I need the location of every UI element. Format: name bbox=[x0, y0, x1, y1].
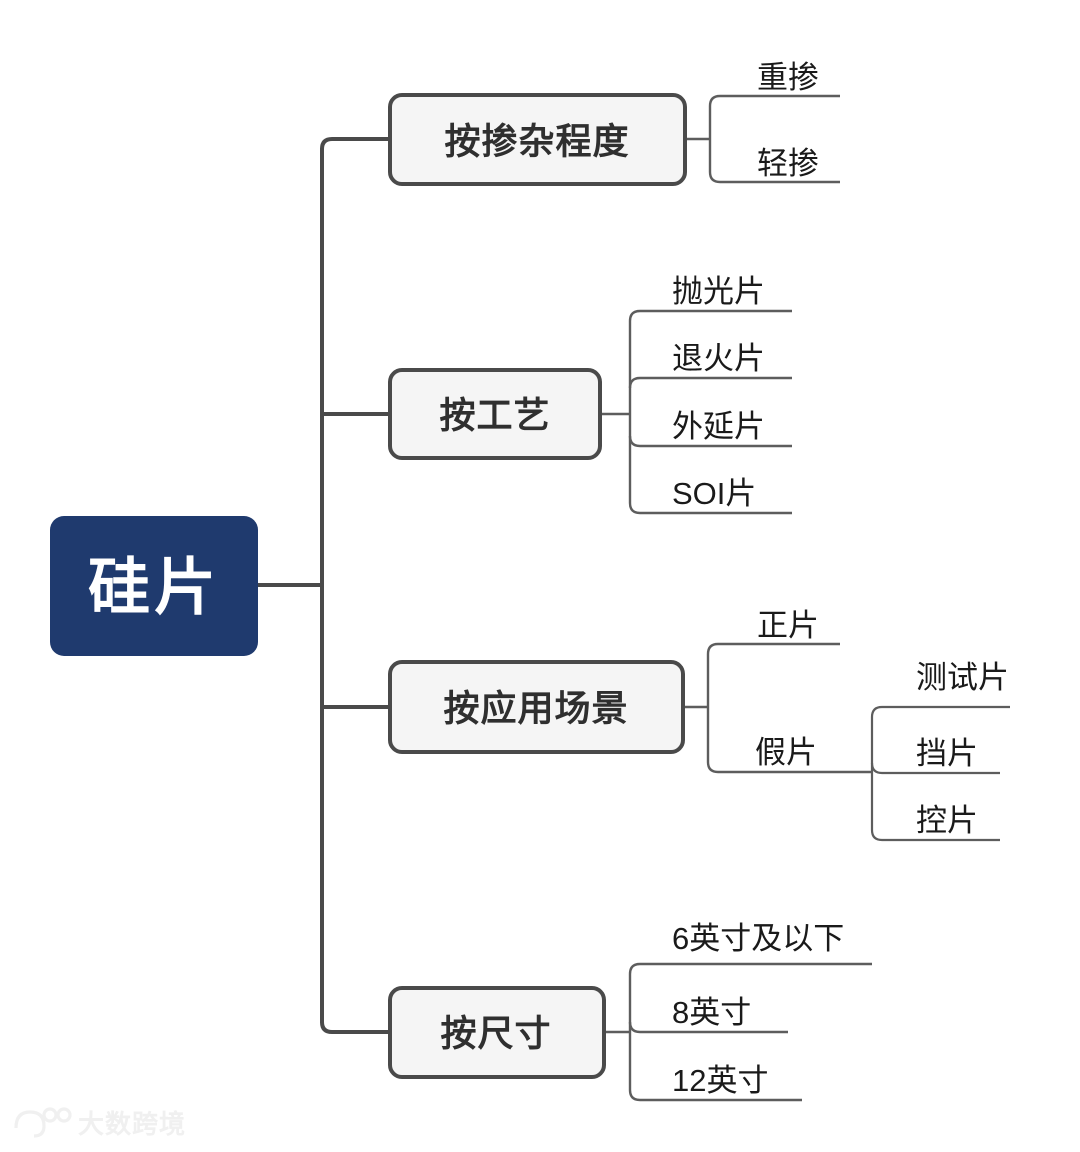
leaf-label-3-1[interactable]: 正片 bbox=[757, 608, 819, 643]
branch-label-3: 按应用场景 bbox=[443, 688, 628, 729]
leaf-label-3-2-2[interactable]: 挡片 bbox=[916, 736, 978, 771]
connector-b4-outer bbox=[628, 962, 872, 1102]
leaf-label-4-3[interactable]: 12英寸 bbox=[672, 1063, 768, 1098]
branch-group-4: 按尺寸 6英寸及以下 8英寸 12英寸 bbox=[388, 921, 872, 1102]
branch-group-1: 按掺杂程度 重掺 轻掺 bbox=[388, 60, 840, 186]
leaf-label-4-1[interactable]: 6英寸及以下 bbox=[672, 921, 844, 956]
branch-node-4[interactable] bbox=[388, 986, 606, 1079]
branch-group-2: 按工艺 抛光片 退火片 外延片 SOI片 bbox=[388, 274, 792, 515]
watermark-label: 大数跨境 bbox=[78, 1109, 186, 1139]
branch-label-1: 按掺杂程度 bbox=[444, 121, 629, 162]
connector-b2-sep-1 bbox=[628, 376, 792, 389]
leaf-label-2-4[interactable]: SOI片 bbox=[672, 476, 756, 511]
main-connectors bbox=[256, 137, 392, 1034]
root-node[interactable] bbox=[50, 516, 258, 656]
leaf-label-3-2-3[interactable]: 控片 bbox=[916, 803, 978, 838]
leaf-label-3-2-1[interactable]: 测试片 bbox=[916, 660, 1009, 695]
branch-group-3: 按应用场景 正片 假片 测试片 挡片 控片 bbox=[388, 608, 1010, 842]
watermark-logo-dot-right bbox=[56, 1107, 72, 1123]
connector-branch-1 bbox=[320, 137, 392, 151]
branch-node-2[interactable] bbox=[388, 368, 602, 460]
leaf-label-4-2[interactable]: 8英寸 bbox=[672, 995, 751, 1030]
branch-node-1[interactable] bbox=[388, 93, 687, 186]
connector-b3-sub-outer bbox=[870, 705, 1010, 842]
leaf-label-2-3[interactable]: 外延片 bbox=[672, 409, 765, 444]
branch-label-4: 按尺寸 bbox=[440, 1013, 551, 1054]
branch-node-3[interactable] bbox=[388, 660, 685, 754]
root-node-group[interactable]: 硅片 bbox=[50, 516, 258, 656]
root-label: 硅片 bbox=[88, 554, 220, 623]
connector-b4-sep bbox=[628, 1021, 788, 1034]
watermark: 大数跨境 bbox=[14, 1107, 186, 1139]
watermark-logo-icon bbox=[14, 1110, 46, 1138]
leaf-label-1-2[interactable]: 轻掺 bbox=[757, 146, 819, 181]
connector-branch-4 bbox=[320, 1020, 392, 1034]
leaf-label-3-2[interactable]: 假片 bbox=[755, 735, 817, 770]
connector-b3-outer bbox=[706, 642, 872, 774]
leaf-label-1-1[interactable]: 重掺 bbox=[757, 60, 819, 95]
branch-label-2: 按工艺 bbox=[439, 395, 550, 436]
leaf-label-2-2[interactable]: 退火片 bbox=[672, 341, 765, 376]
watermark-logo-dot-left bbox=[42, 1107, 58, 1123]
connector-b2-outer bbox=[628, 309, 792, 515]
leaf-label-2-1[interactable]: 抛光片 bbox=[672, 274, 765, 309]
connector-b3-sub-sep bbox=[870, 762, 1000, 775]
connector-b1-leaves bbox=[708, 94, 840, 184]
connector-b2-sep-2 bbox=[628, 435, 792, 448]
